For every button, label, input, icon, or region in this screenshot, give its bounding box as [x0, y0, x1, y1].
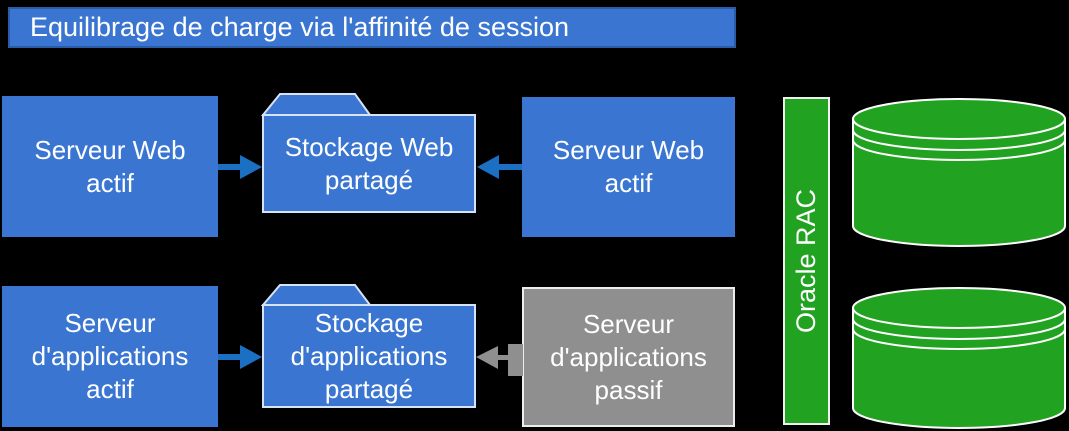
- database-cylinder-bottom-icon: [852, 287, 1066, 429]
- arrow-right-web-icon: [218, 155, 262, 179]
- database-cylinder-top-icon: [852, 98, 1066, 247]
- arrow-right-app-icon: [218, 345, 262, 369]
- arrow-left-web-icon: [477, 155, 522, 179]
- diagram-title: Equilibrage de charge via l'affinité de …: [8, 7, 736, 48]
- web-server-active-right-box: Serveur Web actif: [522, 97, 735, 237]
- arrow-left-app-passive-icon: [476, 344, 523, 376]
- app-storage-folder-icon: [261, 284, 476, 408]
- web-storage-folder-icon: [261, 93, 476, 213]
- oracle-rac-label: Oracle RAC: [791, 188, 821, 334]
- oracle-rac-bar: Oracle RAC: [783, 97, 830, 425]
- app-storage-folder-label: Stockage d'applications partagé: [290, 307, 448, 404]
- app-server-active-box: Serveur d'applications actif: [2, 286, 218, 427]
- app-server-passive-box: Serveur d'applications passif: [522, 287, 735, 427]
- web-server-active-left-box: Serveur Web actif: [2, 96, 218, 237]
- web-storage-folder-label: Stockage Web partagé: [284, 131, 454, 195]
